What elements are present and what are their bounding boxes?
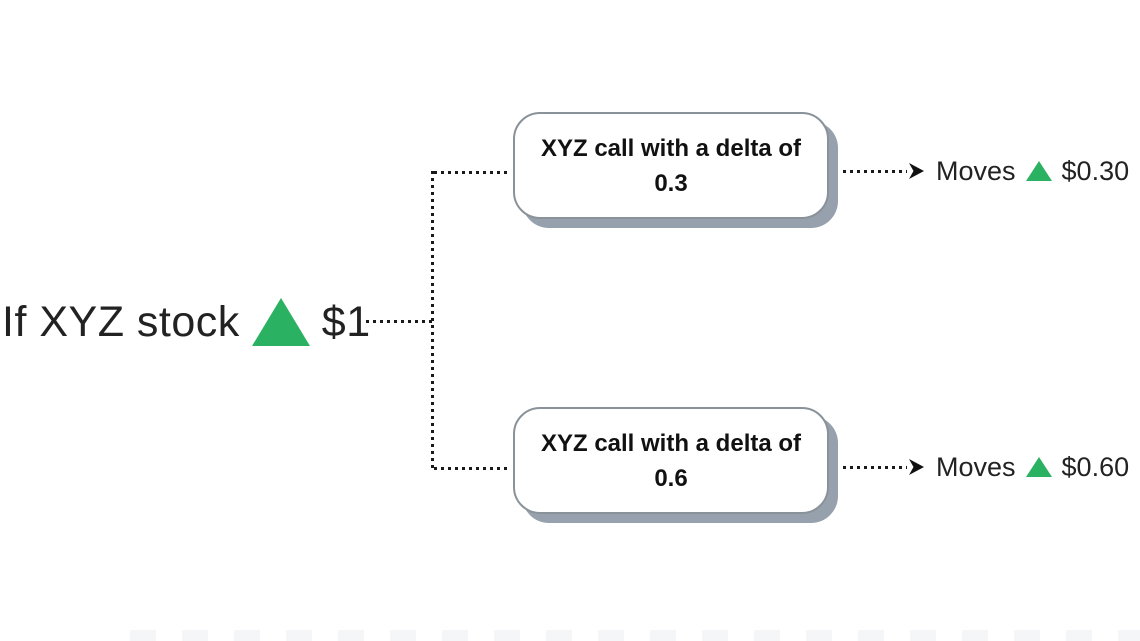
node-value: 0.3 xyxy=(654,169,688,197)
arrowhead-icon xyxy=(908,162,926,180)
outcome-value: $0.30 xyxy=(1061,155,1130,186)
node-box-delta-03: XYZ call with a delta of 0.3 xyxy=(513,112,829,219)
outcome-value: $0.60 xyxy=(1061,451,1130,482)
node-box-delta-06: XYZ call with a delta of 0.6 xyxy=(513,407,829,514)
up-triangle-icon xyxy=(1025,457,1052,477)
node-line1: XYZ call with a delta of xyxy=(540,429,802,457)
up-triangle-icon xyxy=(251,298,310,346)
connector-vertical xyxy=(431,171,434,471)
node-line1: XYZ call with a delta of xyxy=(540,134,802,162)
outcome-delta-03: Moves $0.30 xyxy=(936,150,1129,192)
root-condition-text: If XYZ stock xyxy=(2,297,240,346)
connector-root-horizontal xyxy=(366,320,433,323)
arrowhead-icon xyxy=(908,458,926,476)
root-condition-label: If XYZ stock $1 xyxy=(2,296,371,348)
up-triangle-icon xyxy=(1025,161,1052,181)
connector-bottom-branch xyxy=(434,467,510,470)
outcome-label: Moves xyxy=(936,451,1016,482)
connector-top-branch xyxy=(434,171,510,174)
outcome-delta-06: Moves $0.60 xyxy=(936,446,1129,488)
node-value: 0.6 xyxy=(654,464,688,492)
cropped-watermark-artifact xyxy=(130,630,1140,641)
outcome-label: Moves xyxy=(936,155,1016,186)
connector-top-result xyxy=(843,170,907,173)
root-condition-value: $1 xyxy=(321,297,371,346)
connector-bottom-result xyxy=(843,466,907,469)
